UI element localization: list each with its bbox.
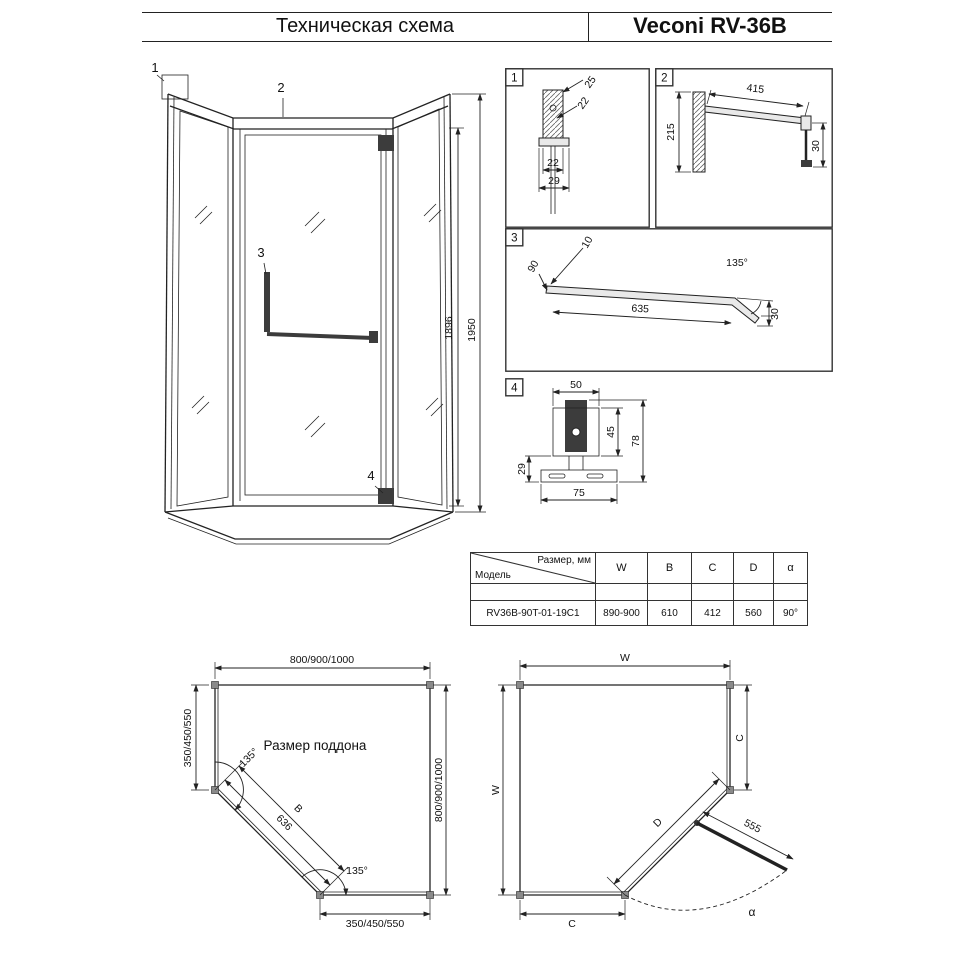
dim-415: 415 bbox=[746, 82, 765, 96]
cabin-dimensions: W W C C D 555 α bbox=[490, 652, 794, 930]
corner-diagonal bbox=[471, 553, 595, 583]
dim-25: 25 bbox=[582, 74, 599, 91]
table-empty-row bbox=[470, 583, 808, 601]
door-plan-drawing: W W C C D 555 α bbox=[490, 652, 794, 930]
front-elevation-drawing: 1 2 3 4 1896 1950 bbox=[151, 60, 486, 545]
cabin-outline bbox=[516, 681, 734, 899]
col-header-alpha: α bbox=[773, 552, 808, 584]
tray-dimensions: 800/900/1000 350/450/550 800/900/1000 35… bbox=[182, 654, 451, 930]
dim-right-depths: 800/900/1000 bbox=[433, 758, 445, 822]
dim-c-bottom: C bbox=[568, 918, 576, 930]
header-rule-top bbox=[142, 12, 832, 13]
open-door-leaf bbox=[624, 820, 788, 911]
col-header-w: W bbox=[595, 552, 648, 584]
top-bar-profile bbox=[545, 285, 774, 324]
detail-3-dimensions: 10 90 635 135° 30 bbox=[525, 234, 781, 327]
glass-reflection-marks bbox=[191, 203, 444, 438]
dim-215: 215 bbox=[665, 123, 677, 141]
cell-model: RV36B-90T-01-19C1 bbox=[470, 600, 596, 626]
callout-3: 3 bbox=[257, 245, 264, 260]
detail-4-dimensions: 50 45 78 29 75 bbox=[516, 379, 647, 504]
dim-50: 50 bbox=[570, 379, 582, 391]
dim-22a: 22 bbox=[575, 95, 592, 112]
dim-bend-30: 30 bbox=[769, 308, 781, 320]
dim-bottom-widths: 350/450/550 bbox=[346, 918, 405, 930]
dim-90: 90 bbox=[525, 258, 541, 274]
tray-size-title: Размер поддона bbox=[264, 738, 367, 753]
cell-w: 890-900 bbox=[595, 600, 648, 626]
corner-size-label: Размер, мм bbox=[537, 555, 591, 566]
dim-door-555: 555 bbox=[742, 817, 763, 836]
callout-1: 1 bbox=[151, 60, 158, 75]
cell-d: 560 bbox=[733, 600, 774, 626]
dim-635: 635 bbox=[631, 302, 649, 315]
dim-78: 78 bbox=[630, 435, 642, 447]
page-title: Техническая схема bbox=[275, 15, 454, 37]
glass-clamp-bracket bbox=[540, 400, 618, 483]
dim-top-widths: 800/900/1000 bbox=[290, 654, 354, 666]
dim-d-diagonal: D bbox=[651, 816, 665, 830]
dim-c-right: C bbox=[734, 734, 746, 742]
dim-30: 30 bbox=[810, 140, 822, 152]
angle-bottom-135: 135° bbox=[346, 865, 368, 877]
dim-w-left: W bbox=[490, 785, 502, 795]
dim-diag-636: 636 bbox=[274, 812, 295, 833]
empty-cell bbox=[773, 583, 808, 601]
dim-10: 10 bbox=[579, 234, 595, 250]
empty-cell bbox=[595, 583, 648, 601]
detail-3-drawing: 3 10 90 635 135° 30 bbox=[505, 228, 833, 372]
empty-cell bbox=[733, 583, 774, 601]
cell-b: 610 bbox=[647, 600, 692, 626]
header-rule-bottom bbox=[142, 41, 832, 42]
tray-plan-drawing: Размер поддона 800/900/1000 350/450/550 … bbox=[182, 654, 451, 930]
table-row: RV36B-90T-01-19C1 890-900 610 412 560 90… bbox=[470, 600, 808, 626]
col-header-b: B bbox=[647, 552, 692, 584]
dim-glass-height: 1896 bbox=[443, 316, 455, 340]
spec-table: Размер, мм Модель W B C D α RV36B-90T-01… bbox=[470, 552, 808, 626]
dim-left-widths: 350/450/550 bbox=[182, 709, 194, 768]
dim-diag-b: B bbox=[291, 802, 304, 815]
empty-cell bbox=[470, 583, 596, 601]
detail-4-number: 4 bbox=[511, 383, 518, 395]
cell-alpha: 90° bbox=[773, 600, 808, 626]
dim-total-height: 1950 bbox=[466, 318, 478, 342]
header-divider bbox=[588, 12, 589, 41]
callouts: 1 2 3 4 bbox=[151, 60, 384, 494]
dim-29: 29 bbox=[548, 175, 560, 187]
detail-4-drawing: 4 50 45 78 29 bbox=[505, 378, 647, 504]
callout-4: 4 bbox=[367, 468, 374, 483]
dim-angle-135: 135° bbox=[726, 257, 748, 269]
col-header-d: D bbox=[733, 552, 774, 584]
detail-1-drawing: 1 25 22 22 29 bbox=[505, 68, 650, 228]
detail-1-number: 1 bbox=[511, 73, 517, 85]
detail-2-drawing: 2 215 415 30 bbox=[655, 68, 833, 228]
col-header-c: C bbox=[691, 552, 734, 584]
height-dimensions: 1896 1950 bbox=[443, 93, 486, 513]
angle-top-135: 135° bbox=[237, 746, 261, 770]
tray-outline bbox=[211, 681, 434, 899]
profile-section bbox=[538, 89, 570, 214]
corner-model-label: Модель bbox=[475, 570, 511, 581]
dim-29: 29 bbox=[516, 463, 528, 475]
door-handle bbox=[264, 272, 378, 343]
angle-alpha: α bbox=[749, 905, 756, 919]
callout-2: 2 bbox=[277, 80, 284, 95]
detail-2-dimensions: 215 415 30 bbox=[665, 82, 827, 173]
glass-panels bbox=[176, 108, 443, 507]
dim-45: 45 bbox=[605, 426, 617, 438]
dim-22b: 22 bbox=[547, 157, 559, 169]
detail-2-number: 2 bbox=[661, 73, 667, 85]
door-swing-arc bbox=[624, 869, 788, 911]
empty-cell bbox=[691, 583, 734, 601]
cell-c: 412 bbox=[691, 600, 734, 626]
dim-75: 75 bbox=[573, 487, 585, 499]
wall-support-bracket bbox=[692, 91, 812, 173]
table-corner-cell: Размер, мм Модель bbox=[470, 552, 596, 584]
empty-cell bbox=[647, 583, 692, 601]
dim-w-top: W bbox=[620, 652, 630, 664]
detail-3-number: 3 bbox=[511, 233, 517, 245]
model-title: Veconi RV-36B bbox=[633, 13, 787, 38]
shower-frame bbox=[164, 93, 454, 545]
